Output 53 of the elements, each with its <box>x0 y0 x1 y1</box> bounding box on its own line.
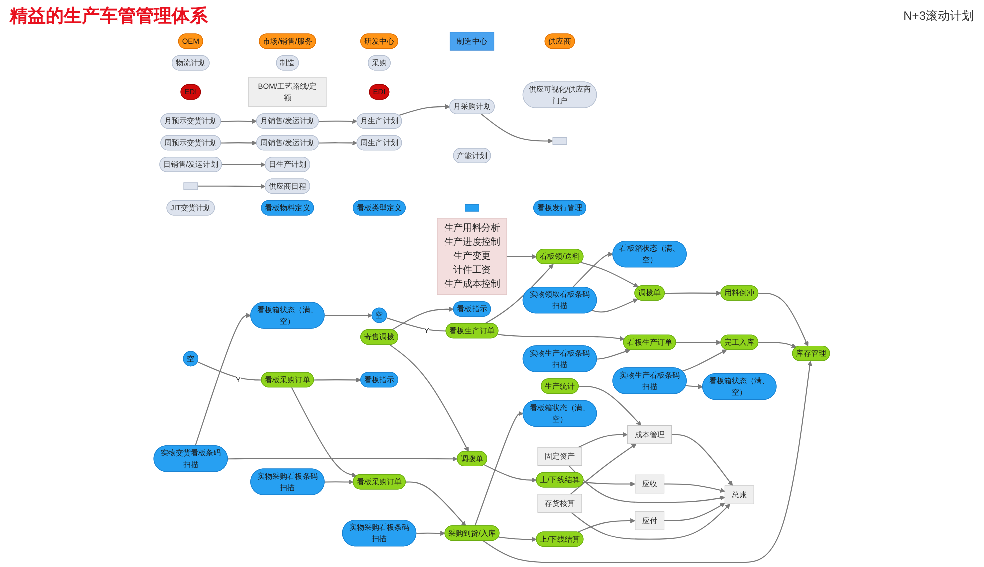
arrow <box>571 504 731 540</box>
arrow <box>484 464 538 483</box>
arrow <box>583 482 636 487</box>
arrow <box>580 262 639 288</box>
arrow <box>686 384 704 390</box>
node-box <box>552 138 568 146</box>
arrow <box>498 536 538 542</box>
arrow <box>597 349 630 360</box>
arrow <box>676 340 722 346</box>
arrow <box>314 378 362 383</box>
arrow <box>416 530 446 536</box>
connector <box>198 362 262 381</box>
arrow <box>474 411 524 526</box>
arrow <box>195 313 252 446</box>
arrow <box>578 386 642 426</box>
arrow <box>228 456 458 462</box>
arrow <box>664 503 726 522</box>
arrow <box>672 434 734 486</box>
arrow <box>324 313 373 318</box>
arrow <box>399 104 450 116</box>
arrow <box>578 518 636 533</box>
arrow <box>392 306 454 331</box>
node-box <box>184 182 198 190</box>
arrow <box>498 334 625 342</box>
arrow <box>664 290 722 296</box>
arrow <box>592 298 638 313</box>
arrow <box>390 344 469 452</box>
arrow <box>483 361 813 564</box>
arrow <box>506 254 538 260</box>
arrow <box>291 387 357 478</box>
arrow <box>664 484 726 493</box>
arrow <box>481 114 554 144</box>
arrow <box>221 140 258 146</box>
arrow <box>570 444 637 495</box>
arrow <box>318 140 358 146</box>
arrow <box>758 342 797 348</box>
arrow <box>221 118 258 124</box>
arrow <box>572 252 614 288</box>
arrow <box>758 292 809 347</box>
arrow <box>318 118 358 124</box>
arrow <box>198 184 266 190</box>
arrow <box>222 162 266 168</box>
arrow <box>324 480 354 485</box>
connector <box>386 318 446 332</box>
arrow <box>406 482 466 526</box>
note-text: N+3滚动计划 <box>904 8 974 24</box>
diagram-title: 精益的生产车管管理体系 <box>10 5 208 28</box>
arrow <box>568 465 726 504</box>
arrow <box>485 264 554 324</box>
node-box <box>465 204 480 212</box>
node-box: 生产用料分析 生产进度控制 生产变更 计件工资 生产成本控制 <box>437 218 508 296</box>
arrow <box>578 432 628 448</box>
arrow <box>682 350 728 372</box>
